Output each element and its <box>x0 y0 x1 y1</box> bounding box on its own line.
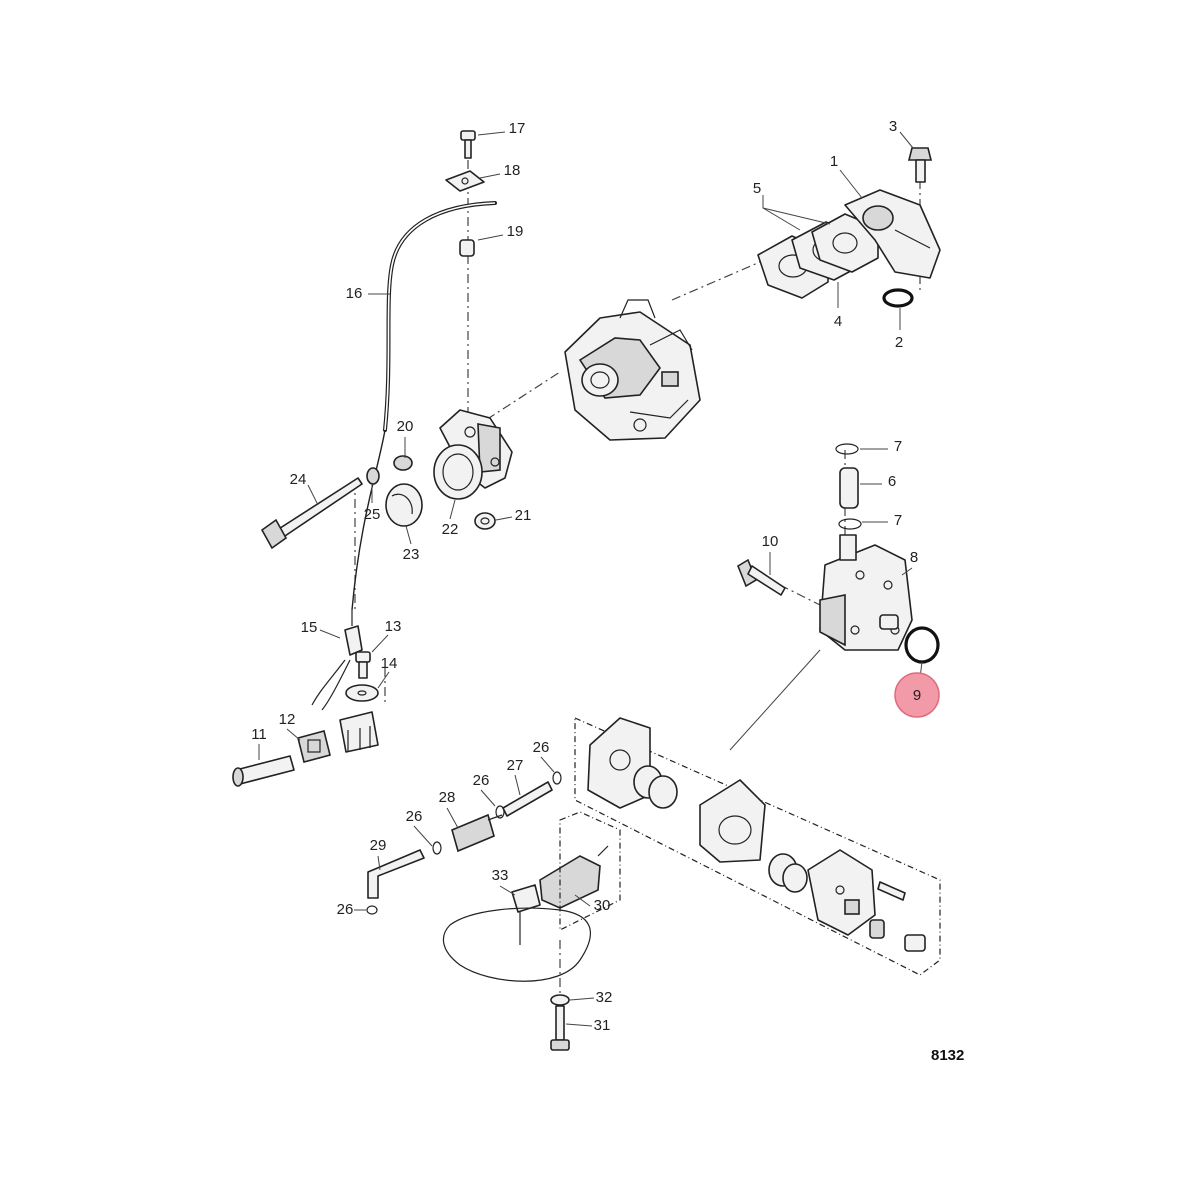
callout-8: 8 <box>910 549 918 566</box>
clamp-7-bottom <box>838 518 862 530</box>
callout-20: 20 <box>397 418 414 435</box>
pump-gasket <box>699 779 766 863</box>
tank-outline <box>442 907 591 982</box>
callout-13: 13 <box>385 618 402 635</box>
callout-21: 21 <box>515 507 532 524</box>
pump-screw <box>877 881 906 901</box>
drawing-number: 8132 <box>931 1047 964 1064</box>
leader-lines <box>258 131 923 1027</box>
callout-3: 3 <box>889 118 897 135</box>
cable-16 <box>351 201 497 611</box>
clip-26-d <box>366 905 378 915</box>
nut-21 <box>474 512 496 530</box>
hose-27 <box>502 781 553 817</box>
cable-link-lower <box>311 659 351 711</box>
callout-7: 7 <box>894 512 902 529</box>
clamp-7-top <box>835 443 859 455</box>
carburetor <box>564 299 701 441</box>
callout-26: 26 <box>406 808 423 825</box>
callout-29: 29 <box>370 837 387 854</box>
callout-17: 17 <box>509 120 526 137</box>
callout-9: 9 <box>913 687 921 704</box>
ring-22 <box>433 444 483 500</box>
callout-12: 12 <box>279 711 296 728</box>
pump-cover <box>807 849 876 936</box>
callout-10: 10 <box>762 533 779 550</box>
pump-check-valve <box>869 919 926 952</box>
o-ring-9 <box>904 626 940 664</box>
callout-5: 5 <box>753 180 761 197</box>
pump-diaphragm-a <box>633 765 678 809</box>
bolt-10 <box>737 558 786 596</box>
clip-26-b <box>495 805 505 819</box>
callout-25: 25 <box>364 506 381 523</box>
filter-28 <box>451 813 503 853</box>
primer-bulb-30 <box>539 845 609 909</box>
callout-22: 22 <box>442 521 459 538</box>
callout-23: 23 <box>403 546 420 563</box>
clip-26-c <box>432 841 442 855</box>
pump-detail-box <box>559 649 941 976</box>
callout-7: 7 <box>894 438 902 455</box>
o-ring-2 <box>882 288 914 308</box>
pin-11 <box>232 755 295 787</box>
callout-15: 15 <box>301 619 318 636</box>
washer-14 <box>345 684 379 702</box>
callout-33: 33 <box>492 867 509 884</box>
throttle-body <box>439 409 513 489</box>
fuel-pump-8 <box>819 534 913 651</box>
callout-1: 1 <box>830 153 838 170</box>
callout-26: 26 <box>337 901 354 918</box>
highlight-marker <box>894 672 940 718</box>
pump-springs <box>768 853 808 893</box>
clip-26-a <box>552 771 562 785</box>
callout-31: 31 <box>594 1017 611 1034</box>
washer-32 <box>550 994 570 1006</box>
callout-18: 18 <box>504 162 521 179</box>
callout-4: 4 <box>834 313 842 330</box>
callout-27: 27 <box>507 757 524 774</box>
bolt-3 <box>907 147 933 183</box>
washer-23 <box>385 483 423 527</box>
hose-29 <box>367 849 425 899</box>
bracket-18 <box>445 170 485 192</box>
screw-17 <box>460 130 476 159</box>
hose-6 <box>839 467 859 509</box>
intake-manifold-1 <box>844 189 941 279</box>
washer-25 <box>366 467 380 485</box>
callout-28: 28 <box>439 789 456 806</box>
callout-26: 26 <box>533 739 550 756</box>
callout-6: 6 <box>888 473 896 490</box>
link-15 <box>344 610 363 656</box>
lever-bracket <box>339 711 379 753</box>
callout-26: 26 <box>473 772 490 789</box>
bolt-13 <box>355 651 371 679</box>
bolt-24 <box>260 477 363 550</box>
callout-14: 14 <box>381 655 398 672</box>
screw-31 <box>550 1005 570 1051</box>
spacer-19 <box>459 239 475 257</box>
callout-32: 32 <box>596 989 613 1006</box>
callout-19: 19 <box>507 223 524 240</box>
callout-11: 11 <box>251 726 267 743</box>
callout-30: 30 <box>594 897 611 914</box>
callout-2: 2 <box>895 334 903 351</box>
callout-24: 24 <box>290 471 307 488</box>
valve-33 <box>511 884 541 945</box>
gasket-5b <box>811 213 879 273</box>
connector-12 <box>297 730 331 763</box>
bushing-20 <box>393 455 413 471</box>
callout-16: 16 <box>346 285 363 302</box>
